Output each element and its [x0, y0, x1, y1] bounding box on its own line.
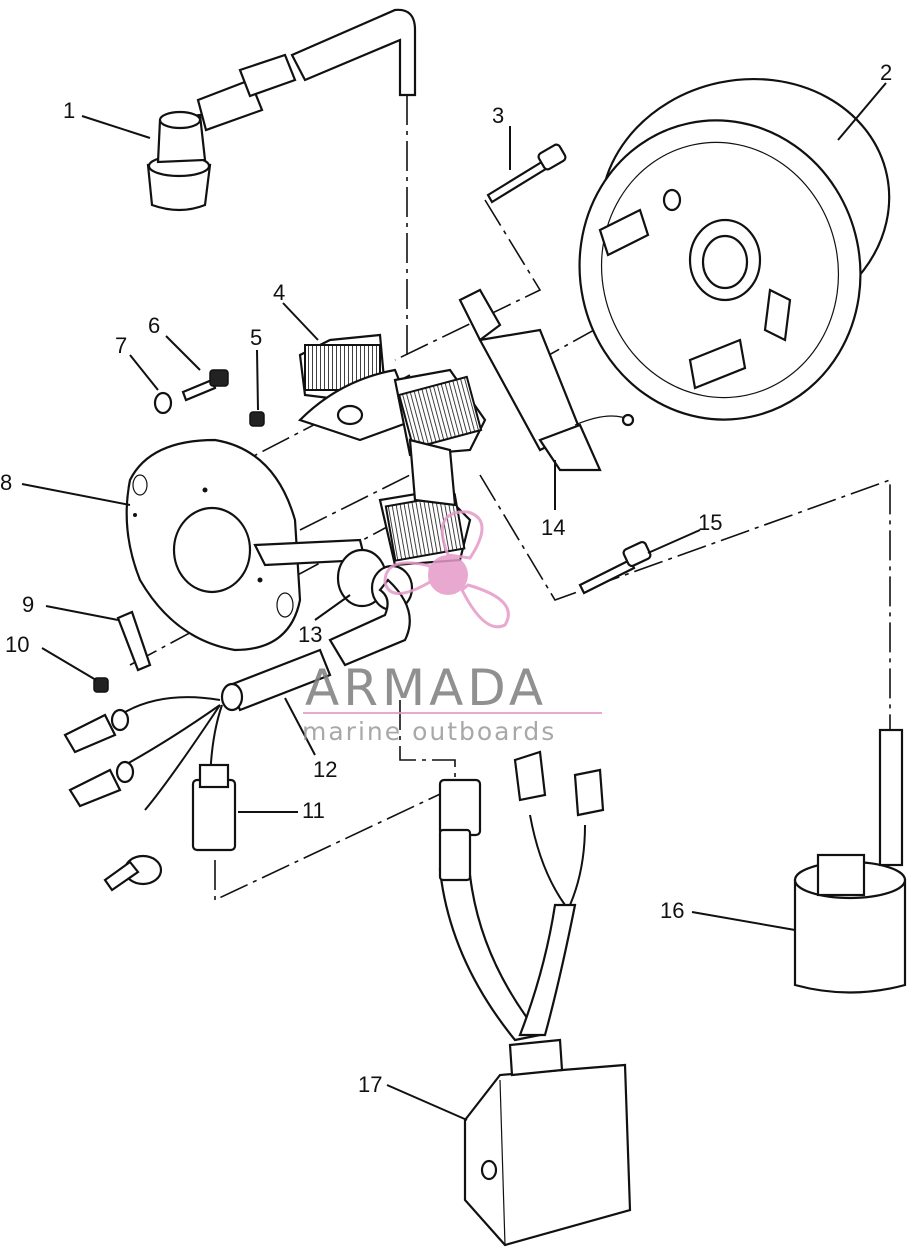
callout-6: 6 — [148, 313, 160, 338]
callout-14: 14 — [541, 515, 565, 540]
callout-7: 7 — [115, 333, 127, 358]
callout-13: 13 — [298, 622, 322, 647]
watermark-brand: ARMADA — [305, 659, 547, 717]
watermark: ARMADA marine outboards — [302, 510, 602, 746]
cable-sheath-12 — [220, 578, 411, 712]
spark-plug-cap — [146, 8, 417, 212]
callout-16: 16 — [660, 898, 684, 923]
screw-5 — [249, 411, 265, 427]
washer-7 — [153, 391, 173, 415]
watermark-tagline: marine outboards — [302, 717, 556, 746]
callout-5: 5 — [250, 325, 262, 350]
ignition-coil-16 — [793, 728, 907, 994]
callout-17: 17 — [358, 1072, 382, 1097]
screw-3 — [486, 143, 567, 204]
connector-11 — [191, 763, 237, 852]
flywheel — [578, 77, 891, 421]
stator-plate — [125, 438, 367, 652]
cdi-module-17 — [438, 750, 632, 1247]
callout-1: 1 — [63, 98, 75, 123]
screw-15 — [578, 540, 652, 595]
callout-11: 11 — [302, 798, 325, 823]
callout-15: 15 — [698, 510, 722, 535]
leader-lines — [21, 82, 887, 1121]
stator-coils — [297, 333, 487, 567]
wiring-harness — [63, 696, 223, 892]
callout-4: 4 — [273, 280, 285, 305]
callout-2: 2 — [880, 60, 892, 85]
callout-9: 9 — [22, 592, 34, 617]
propeller-logo — [383, 510, 510, 629]
clamp-9 — [116, 610, 152, 672]
callout-10: 10 — [5, 632, 29, 657]
screw-10 — [93, 677, 109, 693]
callout-3: 3 — [492, 103, 504, 128]
screw-6 — [181, 369, 229, 402]
callout-12: 12 — [313, 757, 337, 782]
callout-labels: 1 2 3 4 5 6 7 8 9 10 11 12 13 14 15 16 1… — [0, 60, 892, 1097]
callout-8: 8 — [0, 470, 12, 495]
trigger-coil-14 — [458, 288, 635, 472]
